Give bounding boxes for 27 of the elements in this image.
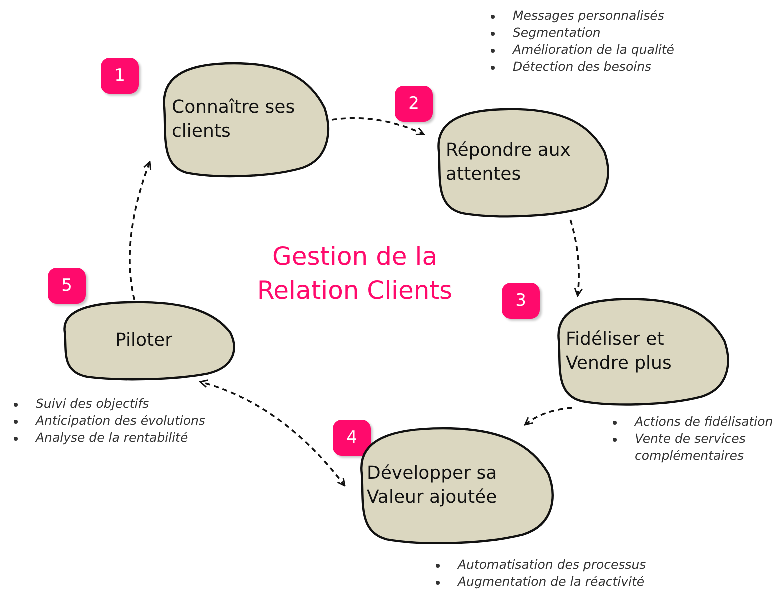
bullet-note: Détection des besoins — [513, 58, 652, 74]
step-label: Connaître ses clients — [171, 96, 296, 144]
step-label: Piloter — [114, 328, 174, 353]
bullet-note: Augmentation de la réactivité — [458, 574, 645, 589]
number-badge: 2 — [395, 86, 433, 122]
bullet-note: Messages personnalisés — [513, 8, 664, 23]
step-label: Fidéliser et Vendre plus — [565, 328, 673, 376]
number-badge: 3 — [502, 283, 540, 319]
number-badge: 4 — [333, 420, 371, 456]
bullet-note: Anticipation des évolutions — [36, 412, 206, 428]
bullet-note: Actions de fidélisation — [635, 414, 774, 429]
bullet-note: Suivi des objectifs — [36, 396, 150, 411]
bullet-note: Segmentation — [513, 24, 601, 40]
diagram-title: Gestion de la Relation Clients — [256, 241, 454, 307]
dashed-arrow — [570, 220, 583, 297]
bullet-note: Vente de services complémentaires — [635, 430, 746, 463]
step-label: Développer sa Valeur ajoutée — [366, 462, 498, 510]
bullet-note: Amélioration de la qualité — [513, 42, 674, 57]
dashed-arrow — [200, 380, 346, 487]
number-badge: 1 — [101, 58, 139, 94]
bullet-note: Analyse de la rentabilité — [36, 430, 188, 445]
step-label: Répondre aux attentes — [445, 138, 572, 187]
dashed-arrow — [524, 407, 572, 426]
dashed-arrow — [129, 161, 152, 300]
dashed-arrow — [332, 117, 425, 136]
number-badge: 5 — [48, 268, 86, 304]
bullet-note: Automatisation des processus — [458, 557, 646, 572]
